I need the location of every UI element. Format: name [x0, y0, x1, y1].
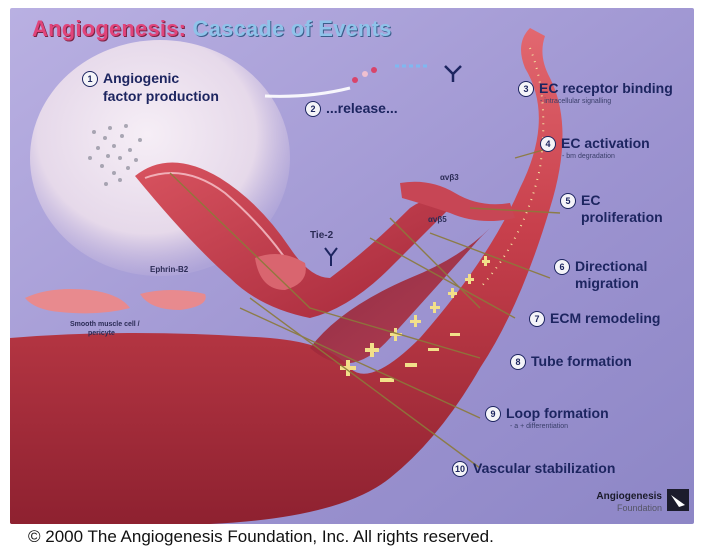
step-7-number: 7 [529, 311, 545, 327]
step-5-label-line2: proliferation [581, 209, 663, 225]
step-4-number: 4 [540, 136, 556, 152]
tie-2-label: Tie-2 [310, 230, 333, 241]
step-1-label-line2: factor production [103, 88, 219, 104]
diagram-title: Angiogenesis: Cascade of Events [32, 16, 392, 42]
logo-icon [667, 489, 689, 511]
smooth-muscle-label: Smooth muscle cell / [70, 321, 140, 328]
title-part-1: Angiogenesis: [32, 16, 186, 41]
integrin-av5-label: αvβ5 [428, 215, 447, 224]
step-3-number: 3 [518, 81, 534, 97]
step-2-label: 2...release... [305, 100, 398, 117]
logo-line-1: Angiogenesis [557, 491, 662, 502]
step-5-number: 5 [560, 193, 576, 209]
step-8-number: 8 [510, 354, 526, 370]
step-9-sub: - a + differentiation [510, 423, 568, 430]
step-10-number: 10 [452, 461, 468, 477]
step-2-number: 2 [305, 101, 321, 117]
copyright-footer: © 2000 The Angiogenesis Foundation, Inc.… [28, 527, 494, 547]
step-9-number: 9 [485, 406, 501, 422]
pericyte-label: pericyte [88, 330, 115, 337]
step-6-label-line2: migration [575, 275, 639, 291]
step-4-sub: - bm degradation [562, 153, 615, 160]
logo-line-2: Foundation [557, 503, 662, 513]
integrin-av3-label: αvβ3 [440, 173, 459, 182]
ephrin-b2-label: Ephrin-B2 [150, 265, 188, 274]
title-part-2: Cascade of Events [193, 16, 392, 41]
step-6-number: 6 [554, 259, 570, 275]
step-3-sub: - intracellular signalling [540, 98, 611, 105]
step-1-number: 1 [82, 71, 98, 87]
